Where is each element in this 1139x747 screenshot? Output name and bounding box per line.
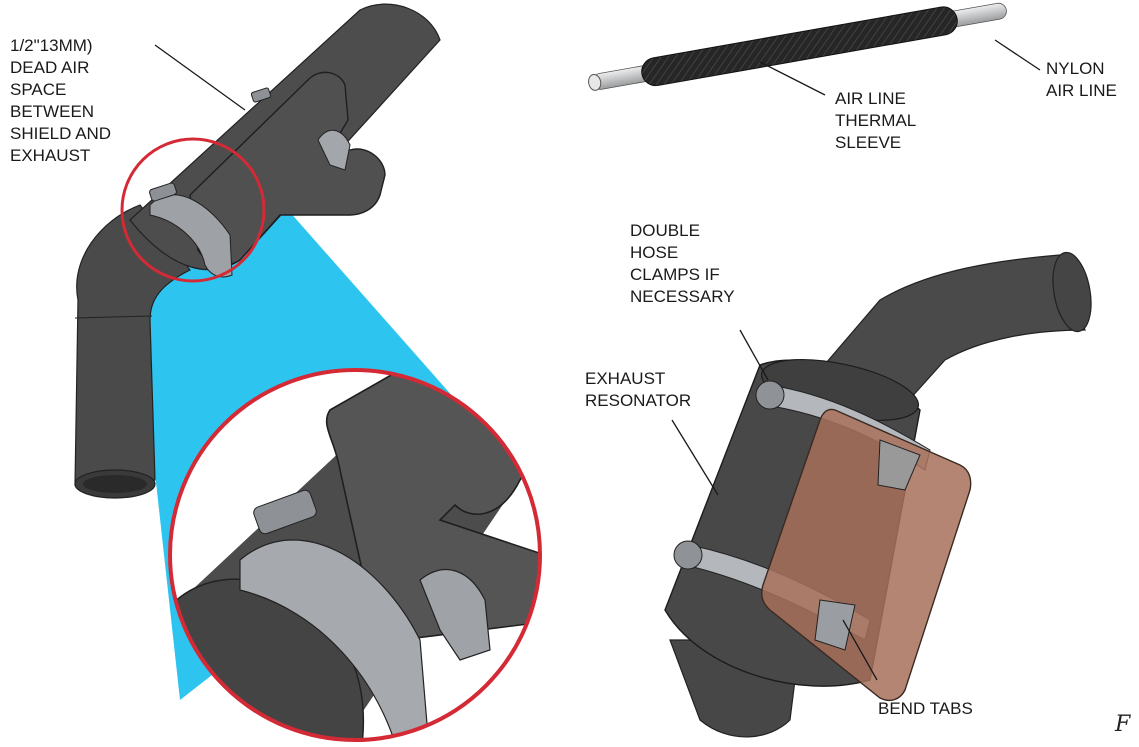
exhaust-resonator-label: EXHAUST RESONATOR [585,369,692,410]
zoom-source-ring [120,137,266,283]
thermal-sleeve-label: AIR LINE THERMAL SLEEVE [835,89,917,152]
copper-heat-shield [761,408,972,702]
leader-lines [154,39,1041,681]
bend-tabs-label: BEND TABS [878,699,973,718]
nylon-air-line-label: NYLON AIR LINE [1046,59,1117,100]
thermal-sleeve [641,6,958,87]
right-resonator-assembly [664,251,1092,738]
figure-caption-fragment: F [1115,712,1131,737]
zoom-detail-ring [168,368,542,742]
double-hose-clamps-label: DOUBLE HOSE CLAMPS IF NECESSARY [630,221,735,306]
dead-air-space-label: 1/2"13MM) DEAD AIR SPACE BETWEEN SHIELD … [10,36,112,165]
air-line-assembly [588,2,1007,91]
